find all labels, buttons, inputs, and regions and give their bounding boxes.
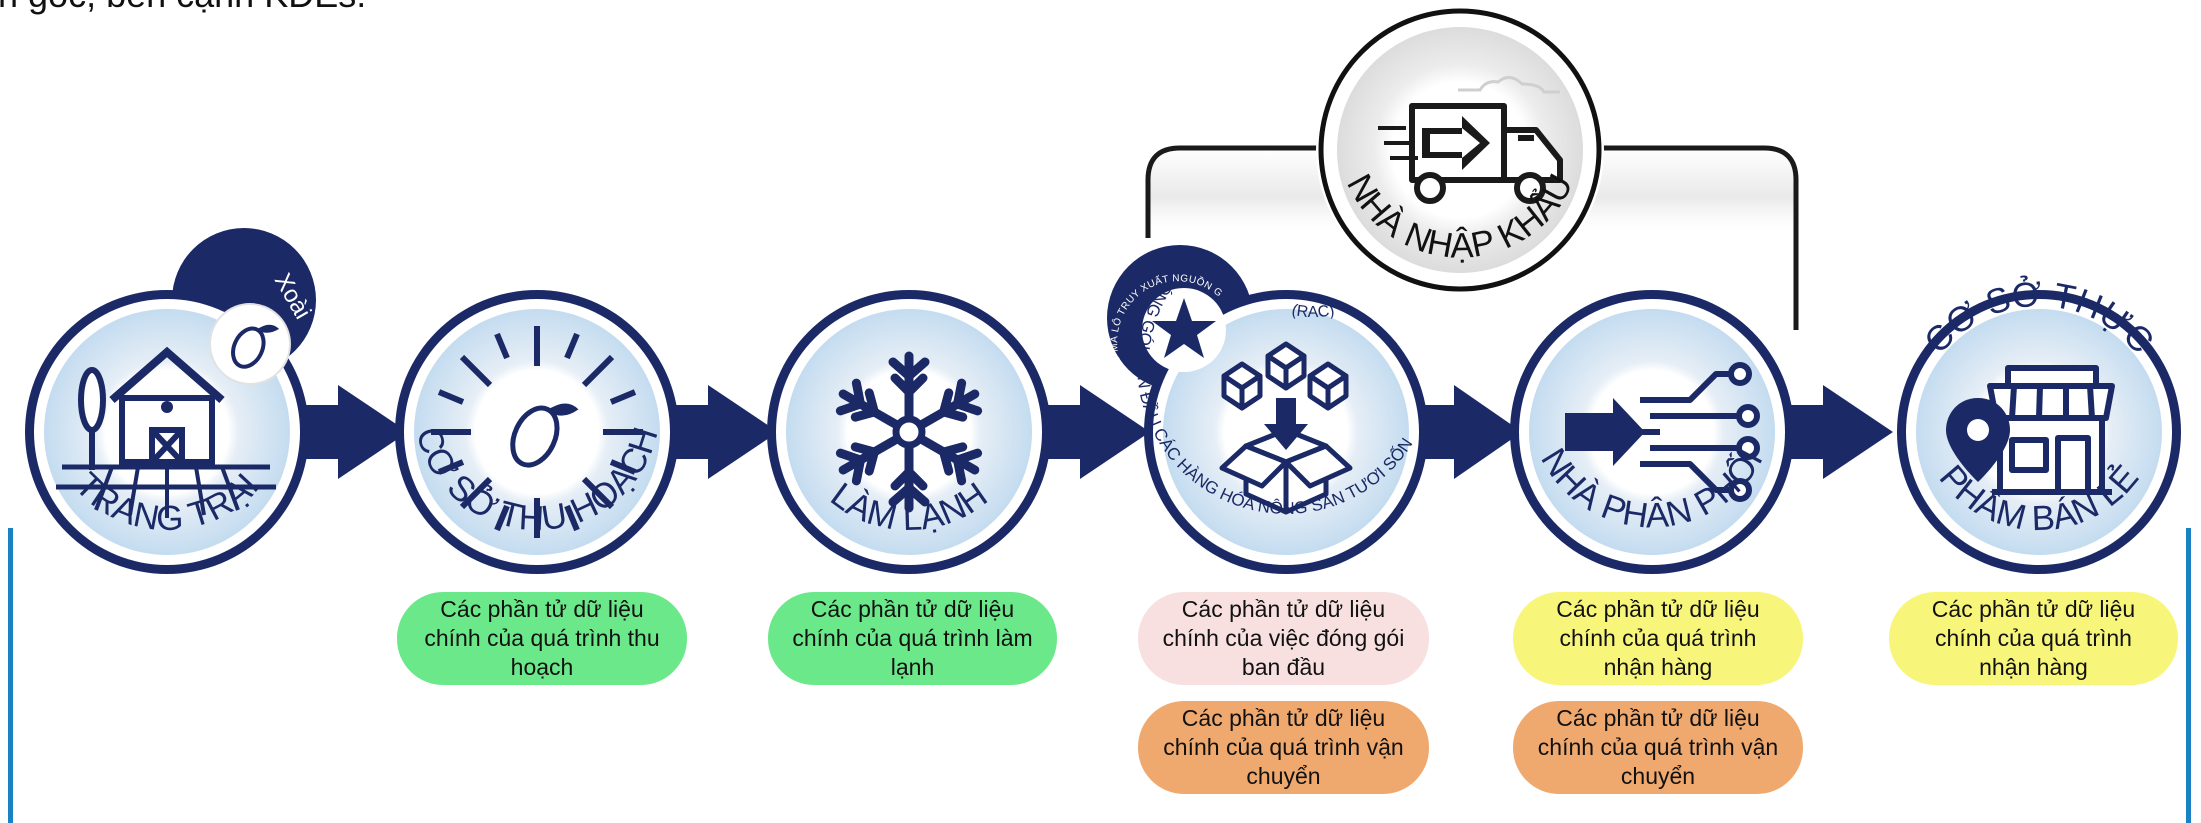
kde-pill-retail-receiving: Các phần tử dữ liệu chính của quá trình … [1889, 592, 2178, 685]
sun-rays [431, 326, 643, 538]
kde-pill-packing-shipping: Các phần tử dữ liệu chính của quá trình … [1138, 701, 1429, 794]
connector-arrows [306, 385, 1893, 479]
mango-icon [231, 324, 280, 369]
location-pin-icon [1946, 398, 2010, 482]
kde-pill-harvest: Các phần tử dữ liệu chính của quá trình … [397, 592, 687, 685]
svg-text:(RAC): (RAC) [1290, 302, 1336, 321]
truck-icon [1378, 103, 1563, 204]
farm-barn-icon [56, 346, 276, 518]
stage-cooling: LÀM LẠNH [767, 290, 1051, 574]
arrow-4 [1422, 385, 1522, 479]
stage-farm: Xoài TRANG TRẠI [25, 228, 316, 574]
intro-text: n gốc, bên cạnh KDEs. [0, 0, 366, 16]
stage-harvest: CƠ SỞ THU HOẠCH [395, 290, 679, 574]
kde-pill-packing: Các phần tử dữ liệu chính của việc đóng … [1138, 592, 1429, 685]
stage-label-packing-suffix: (RAC) [1290, 302, 1336, 321]
box-packing-icon [1219, 341, 1353, 515]
stage-distributor: NHÀ PHÂN PHỐI [1510, 290, 1794, 574]
snowflake-icon [835, 351, 983, 508]
stage-importer: NHÀ NHẬP KHẨU [1316, 6, 1604, 294]
arrow-5 [1791, 385, 1893, 479]
kde-pill-distributor-shipping: Các phần tử dữ liệu chính của quá trình … [1513, 701, 1803, 794]
mango-sun-icon [510, 403, 579, 468]
left-border-line [8, 528, 13, 823]
stage-retail: CƠ SỞ THỰC PHẨM BÁN LẺ [1897, 273, 2181, 574]
right-border-line [2186, 528, 2191, 823]
cloud-icon [1458, 76, 1560, 94]
arrow-3 [1048, 385, 1150, 479]
store-icon [1987, 365, 2115, 495]
kde-pill-distributor-receiving: Các phần tử dữ liệu chính của quá trình … [1513, 592, 1803, 685]
distribution-icon [1565, 362, 1760, 502]
arrow-1 [306, 385, 408, 479]
arrow-2 [676, 385, 778, 479]
star-icon [1152, 298, 1216, 358]
kde-pill-cooling: Các phần tử dữ liệu chính của quá trình … [768, 592, 1057, 685]
